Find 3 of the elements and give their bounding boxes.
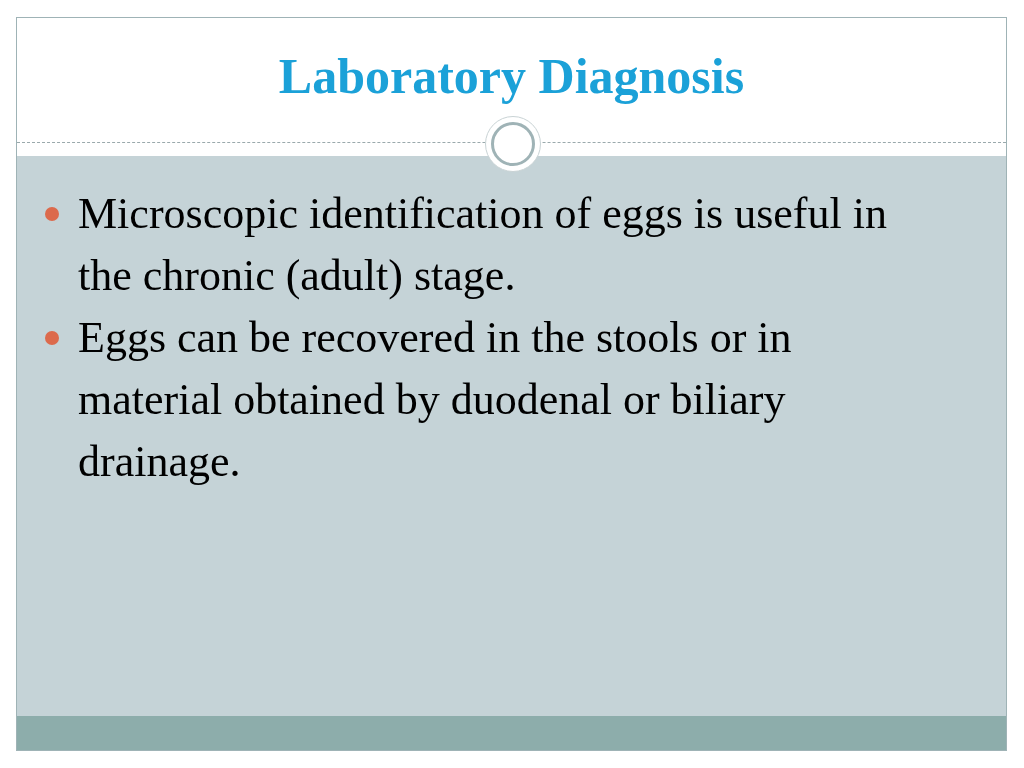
slide-title: Laboratory Diagnosis: [277, 47, 746, 106]
bullet-text: Eggs can be recovered in the stools or in material obtained by duodenal or biliary drainage.: [78, 312, 793, 488]
bullet-text: Microscopic identification of eggs is useful in the chronic (adult) stage.: [78, 188, 888, 302]
